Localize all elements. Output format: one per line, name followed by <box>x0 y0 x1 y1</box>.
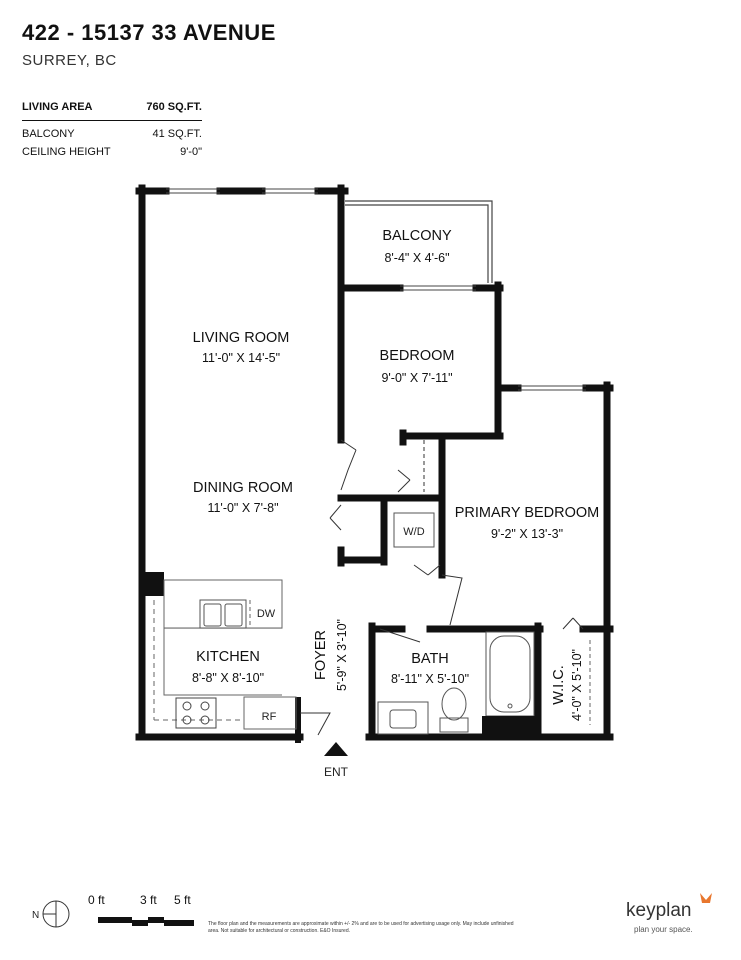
toilet-icon <box>439 687 469 733</box>
room-label-balcony: BALCONY <box>382 228 452 244</box>
property-address: 422 - 15137 33 AVENUE <box>22 20 276 45</box>
windows <box>166 188 586 391</box>
washer-dryer-box <box>393 512 435 548</box>
stat-row-balcony: BALCONY 41 SQ.FT. <box>22 125 202 143</box>
stat-value: 9'-0" <box>180 146 202 158</box>
room-dims-dining-room: 11'-0" X 7'-8" <box>207 501 278 515</box>
room-dims-primary-bedroom: 9'-2" X 13'-3" <box>491 527 563 541</box>
room-label-primary-bedroom: PRIMARY BEDROOM <box>455 505 600 521</box>
washer-dryer-label: W/D <box>403 526 424 538</box>
balcony-outline <box>345 200 493 283</box>
stat-row-living-area: LIVING AREA 760 SQ.FT. <box>22 98 202 121</box>
disclaimer-text: The floor plan and the measurements are … <box>208 921 514 934</box>
scale-bar-icon <box>98 917 194 926</box>
scale-three-label: 3 ft <box>140 893 157 907</box>
walls <box>135 184 614 743</box>
room-dims-balcony: 8'-4" X 4'-6" <box>384 251 449 265</box>
bathtub-icon <box>485 631 535 717</box>
room-dims-kitchen: 8'-8" X 8'-10" <box>192 671 264 685</box>
room-label-living-room: LIVING ROOM <box>193 330 290 346</box>
room-dims-foyer: 5'-9" X 3'-10" <box>335 619 349 691</box>
entrance-arrow-icon <box>324 742 348 756</box>
stove-icon <box>175 697 217 729</box>
room-label-kitchen: KITCHEN <box>196 649 260 665</box>
structural-column <box>142 572 164 596</box>
entrance-label: ENT <box>324 765 349 779</box>
compass-north-label: N <box>32 910 39 921</box>
room-label-wic: W.I.C. <box>551 665 567 704</box>
scale-zero-label: 0 ft <box>88 893 105 907</box>
keyplan-logo-icon <box>700 893 712 903</box>
room-dims-bath: 8'-11" X 5'-10" <box>391 672 469 686</box>
room-dims-bedroom: 9'-0" X 7'-11" <box>381 371 452 385</box>
stat-label: CEILING HEIGHT <box>22 146 111 158</box>
stat-row-ceiling-height: CEILING HEIGHT 9'-0" <box>22 143 202 161</box>
kitchen-sink-icon <box>199 599 247 629</box>
scale-labels: 0 ft 3 ft 5 ft <box>88 893 208 909</box>
property-city: SURREY, BC <box>22 52 117 69</box>
brand-tagline: plan your space. <box>634 925 693 934</box>
stat-label: LIVING AREA <box>22 101 93 113</box>
refrigerator-label: RF <box>262 711 277 723</box>
stat-value: 760 SQ.FT. <box>146 101 202 113</box>
room-label-bath: BATH <box>411 651 449 667</box>
scale-five-label: 5 ft <box>174 893 191 907</box>
stat-label: BALCONY <box>22 128 75 140</box>
brand-name: keyplan <box>626 900 692 921</box>
room-dims-living-room: 11'-0" X 14'-5" <box>202 351 280 365</box>
area-stats: LIVING AREA 760 SQ.FT. BALCONY 41 SQ.FT.… <box>22 98 202 161</box>
compass-icon <box>42 900 70 928</box>
tub-base <box>482 716 536 736</box>
room-dims-wic: 4'-0" X 5'-10" <box>570 649 584 721</box>
doors <box>300 439 584 736</box>
dishwasher-label: DW <box>257 608 276 620</box>
vanity-icon <box>377 701 429 735</box>
room-label-foyer: FOYER <box>313 630 329 680</box>
room-label-bedroom: BEDROOM <box>380 348 455 364</box>
stat-value: 41 SQ.FT. <box>152 128 202 140</box>
room-label-dining-room: DINING ROOM <box>193 480 293 496</box>
